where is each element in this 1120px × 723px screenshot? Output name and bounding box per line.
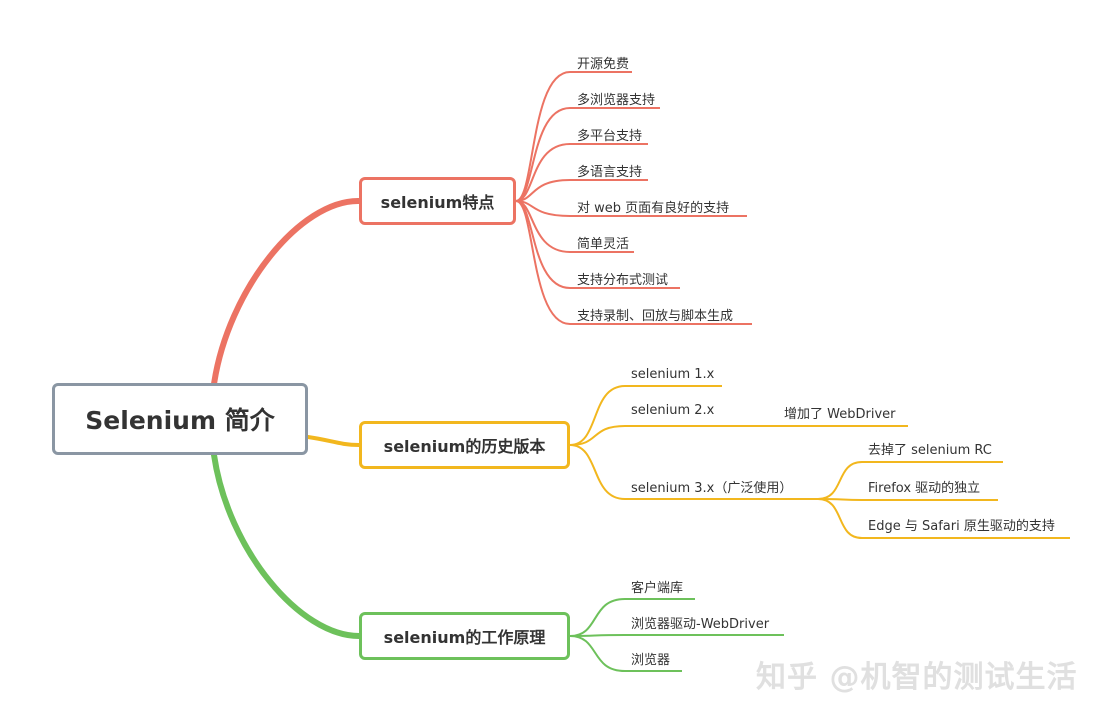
feature-item[interactable]: 多浏览器支持 xyxy=(577,93,656,108)
features-connectors xyxy=(515,71,752,325)
history-item[interactable]: selenium 2.x xyxy=(631,403,715,418)
feature-item[interactable]: 多平台支持 xyxy=(577,129,643,144)
history-subitem[interactable]: Firefox 驱动的独立 xyxy=(868,481,981,496)
feature-item[interactable]: 简单灵活 xyxy=(577,237,630,252)
feature-item[interactable]: 多语言支持 xyxy=(577,165,643,180)
branch-features[interactable]: selenium特点 xyxy=(359,177,516,225)
history-item[interactable]: selenium 1.x xyxy=(631,367,715,382)
connector-root-principle xyxy=(211,452,362,639)
principle-item[interactable]: 浏览器 xyxy=(631,653,671,668)
feature-item[interactable]: 开源免费 xyxy=(577,57,630,72)
connector-root-history xyxy=(306,435,361,447)
history-connectors xyxy=(569,385,1070,539)
branch-principle[interactable]: selenium的工作原理 xyxy=(359,612,570,660)
history-subitem[interactable]: 去掉了 selenium RC xyxy=(868,443,992,458)
branch-history[interactable]: selenium的历史版本 xyxy=(359,421,570,469)
feature-item[interactable]: 对 web 页面有良好的支持 xyxy=(577,201,730,216)
connector-root-features xyxy=(211,197,362,387)
history-subitem[interactable]: Edge 与 Safari 原生驱动的支持 xyxy=(868,519,1055,534)
principle-item[interactable]: 客户端库 xyxy=(631,581,684,596)
history-subitem[interactable]: 增加了 WebDriver xyxy=(784,407,896,422)
history-item[interactable]: selenium 3.x（广泛使用） xyxy=(631,481,793,496)
principle-item[interactable]: 浏览器驱动-WebDriver xyxy=(631,617,770,632)
root-node[interactable]: Selenium 简介 xyxy=(52,383,308,455)
feature-item[interactable]: 支持录制、回放与脚本生成 xyxy=(577,309,734,324)
feature-item[interactable]: 支持分布式测试 xyxy=(577,273,669,288)
principle-connectors xyxy=(569,598,784,672)
watermark: 知乎 @机智的测试生活 xyxy=(756,660,1078,695)
